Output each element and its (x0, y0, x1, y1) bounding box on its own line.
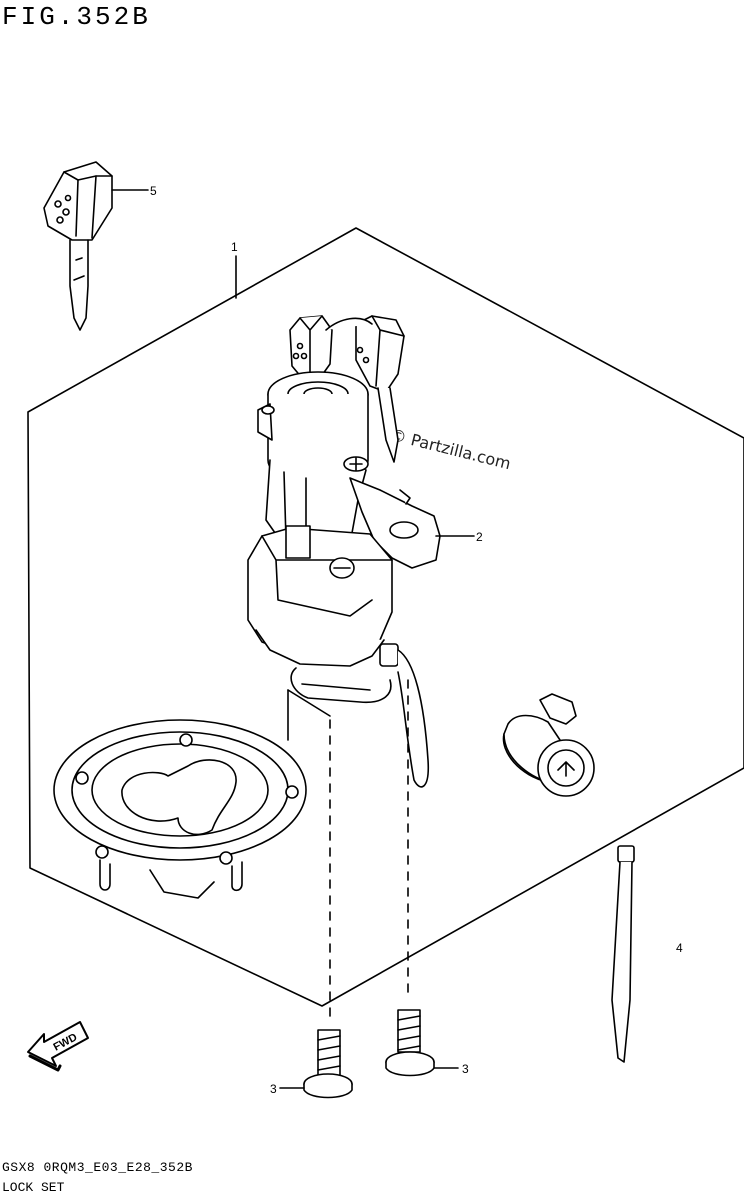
callout-4: 4 (676, 941, 683, 955)
callout-3b: 3 (462, 1062, 469, 1076)
key-part-5 (43, 161, 149, 331)
callout-5: 5 (150, 184, 157, 198)
forward-arrow-icon: FWD (27, 1021, 89, 1072)
seat-lock-cylinder (502, 693, 595, 797)
figure-title: FIG.352B (2, 2, 151, 32)
screw-part-3-left (287, 689, 353, 1099)
assembly-outline (27, 227, 744, 1007)
ignition-switch-part-2 (247, 315, 441, 788)
fuel-cap-lock (53, 719, 307, 899)
cable-tie-part-4 (611, 845, 635, 1063)
callout-1: 1 (231, 240, 238, 254)
section-name: LOCK SET (2, 1180, 65, 1195)
callout-2: 2 (476, 530, 483, 544)
model-code: GSX8 0RQM3_E03_E28_352B (2, 1160, 193, 1175)
screw-part-3-right (385, 679, 435, 1077)
callout-3a: 3 (270, 1082, 277, 1096)
